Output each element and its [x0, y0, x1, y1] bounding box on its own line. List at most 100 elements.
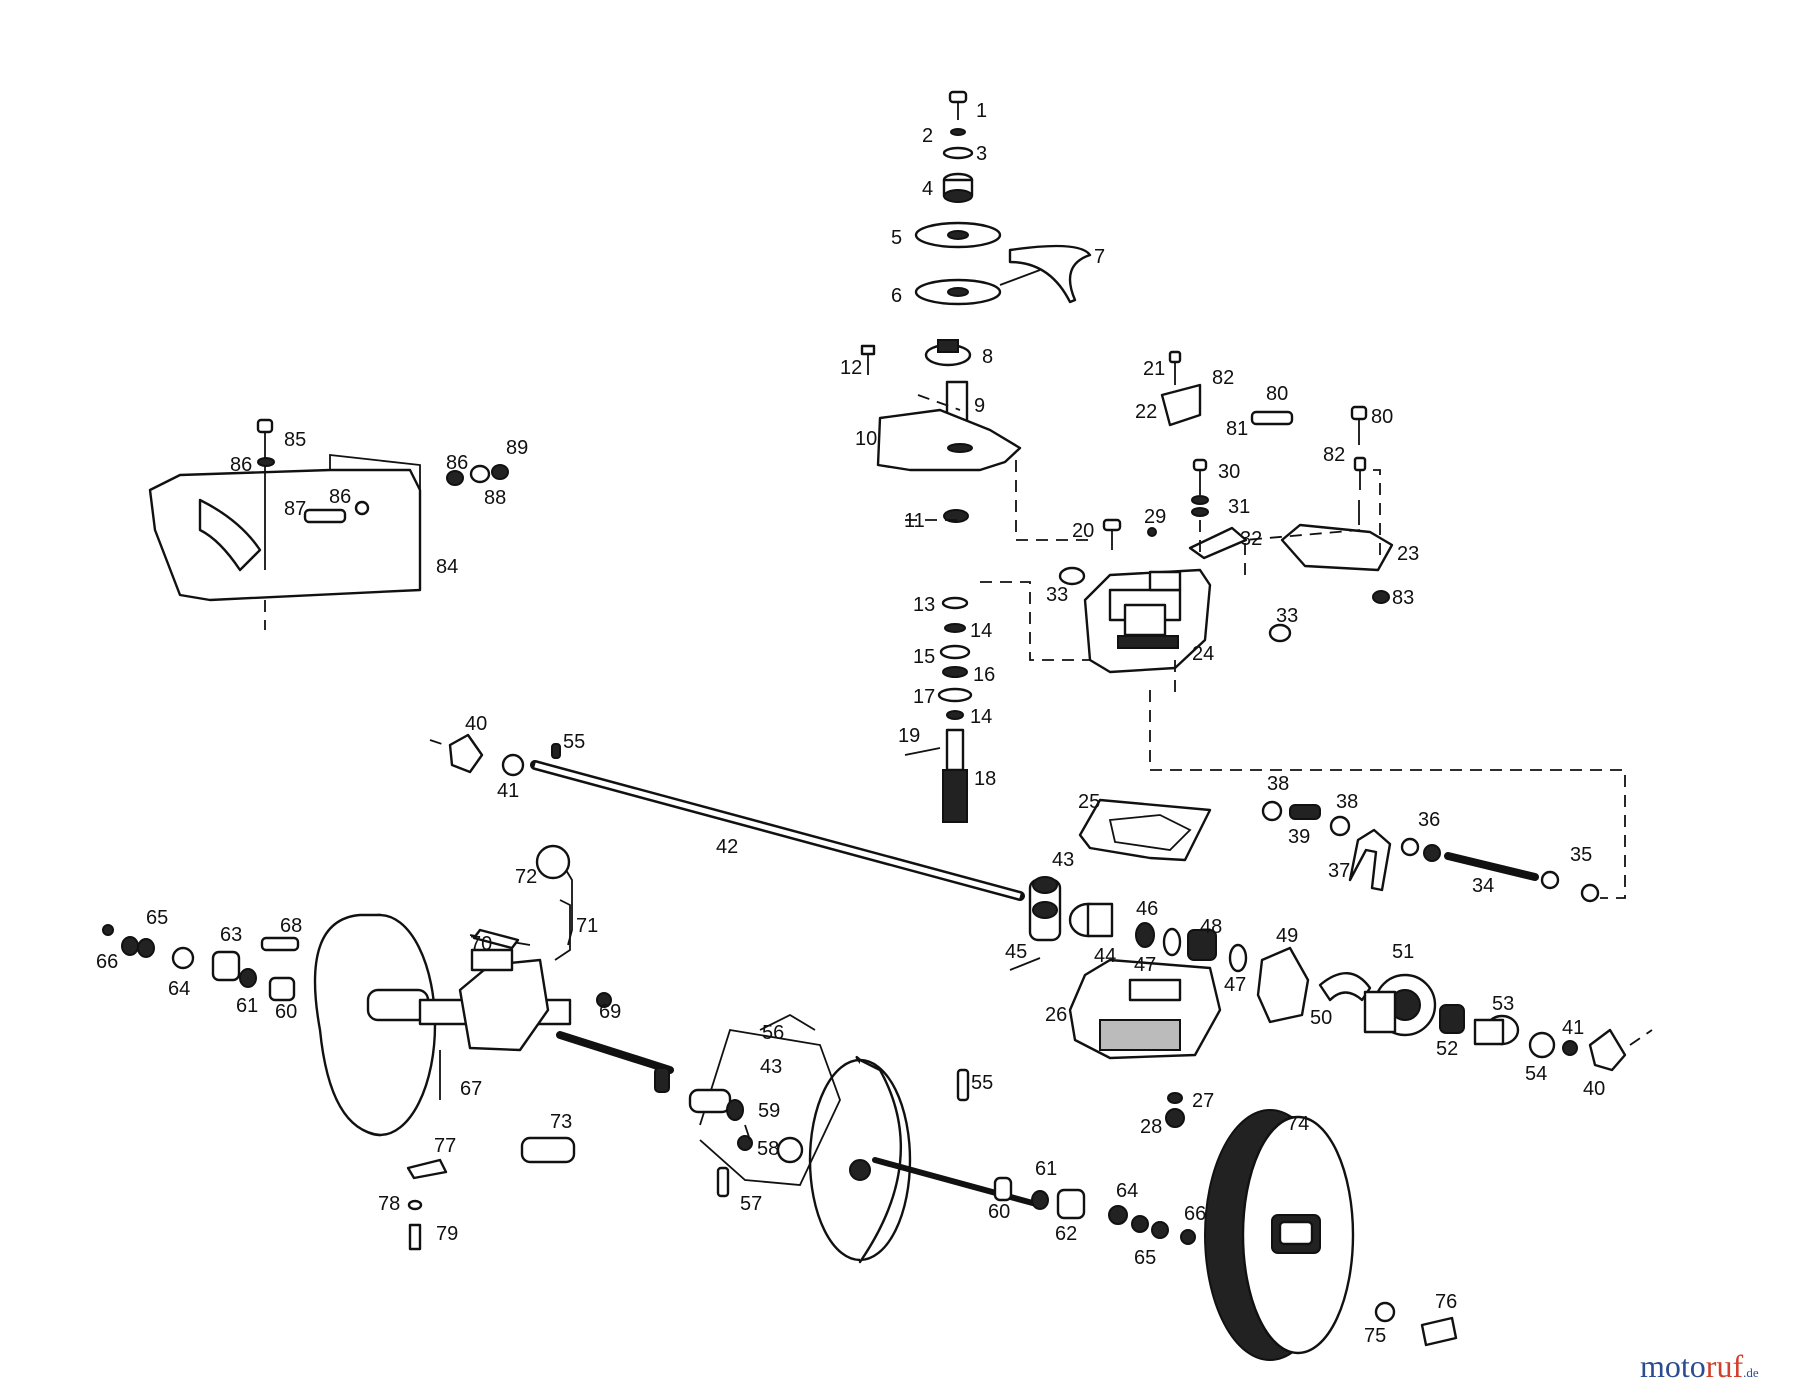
label-44: 44 — [1094, 945, 1116, 967]
label-70: 70 — [470, 933, 492, 955]
label-54: 54 — [1525, 1063, 1547, 1085]
label-86c: 86 — [329, 486, 351, 508]
label-26: 26 — [1045, 1004, 1067, 1026]
label-47b: 47 — [1224, 974, 1246, 996]
label-36: 36 — [1418, 809, 1440, 831]
label-64b: 64 — [1116, 1180, 1138, 1202]
label-56: 56 — [762, 1022, 784, 1044]
label-25: 25 — [1078, 791, 1100, 813]
label-9: 9 — [974, 395, 985, 417]
label-28: 28 — [1140, 1116, 1162, 1138]
label-14b: 14 — [970, 706, 992, 728]
label-80b: 80 — [1371, 406, 1393, 428]
label-8: 8 — [982, 346, 993, 368]
label-10: 10 — [855, 428, 877, 450]
label-85: 85 — [284, 429, 306, 451]
label-18: 18 — [974, 768, 996, 790]
label-33b: 33 — [1276, 605, 1298, 627]
label-20: 20 — [1072, 520, 1094, 542]
label-38: 38 — [1267, 773, 1289, 795]
label-5: 5 — [891, 227, 902, 249]
gearbox-cover — [148, 418, 509, 630]
gear-drive-parts — [1009, 876, 1653, 1072]
label-52: 52 — [1436, 1038, 1458, 1060]
shift-shaft-parts — [1261, 800, 1600, 903]
label-86: 86 — [230, 454, 252, 476]
label-73: 73 — [550, 1111, 572, 1133]
label-3: 3 — [976, 143, 987, 165]
label-68: 68 — [280, 915, 302, 937]
label-87: 87 — [284, 498, 306, 520]
label-41: 41 — [497, 780, 519, 802]
right-rear-wheel — [1204, 1109, 1458, 1361]
label-84: 84 — [436, 556, 458, 578]
label-83: 83 — [1392, 587, 1414, 609]
label-55: 55 — [563, 731, 585, 753]
label-40: 40 — [465, 713, 487, 735]
label-59: 59 — [758, 1100, 780, 1122]
label-67: 67 — [460, 1078, 482, 1100]
label-46: 46 — [1136, 898, 1158, 920]
label-31: 31 — [1228, 496, 1250, 518]
label-1: 1 — [976, 100, 987, 122]
label-58: 58 — [757, 1138, 779, 1160]
label-61: 61 — [236, 995, 258, 1017]
label-23: 23 — [1397, 543, 1419, 565]
label-80: 80 — [1266, 383, 1288, 405]
label-75: 75 — [1364, 1325, 1386, 1347]
label-65b: 65 — [1134, 1247, 1156, 1269]
label-45: 45 — [1005, 941, 1027, 963]
label-38b: 38 — [1336, 791, 1358, 813]
label-61b: 61 — [1035, 1158, 1057, 1180]
label-6: 6 — [891, 285, 902, 307]
label-77: 77 — [434, 1135, 456, 1157]
label-17: 17 — [913, 686, 935, 708]
label-14: 14 — [970, 620, 992, 642]
gearbox-cover-and-box — [1068, 798, 1222, 1128]
label-47: 47 — [1134, 954, 1156, 976]
label-16: 16 — [973, 664, 995, 686]
label-82b: 82 — [1323, 444, 1345, 466]
label-78: 78 — [378, 1193, 400, 1215]
svg-text:motoruf.de: motoruf.de — [1640, 1348, 1759, 1384]
label-33: 33 — [1046, 584, 1068, 606]
left-hub-parts — [102, 924, 300, 1002]
label-41b: 41 — [1562, 1017, 1584, 1039]
label-34: 34 — [1472, 875, 1494, 897]
label-13: 13 — [913, 594, 935, 616]
label-69: 69 — [599, 1001, 621, 1023]
label-82: 82 — [1212, 367, 1234, 389]
label-24: 24 — [1192, 643, 1214, 665]
label-48: 48 — [1200, 916, 1222, 938]
label-65: 65 — [146, 907, 168, 929]
label-60b: 60 — [988, 1201, 1010, 1223]
assembly-guide-lines — [905, 394, 1626, 899]
brand-watermark: motoruf.de — [1640, 1348, 1759, 1384]
label-64: 64 — [168, 978, 190, 1000]
label-51: 51 — [1392, 941, 1414, 963]
label-88: 88 — [484, 487, 506, 509]
gearbox-housing — [1058, 350, 1394, 674]
label-60: 60 — [275, 1001, 297, 1023]
pulley-assembly — [860, 90, 1092, 523]
part-number-labels: 1 2 3 4 5 6 7 8 9 10 11 12 13 14 15 16 1… — [96, 100, 1605, 1347]
label-39: 39 — [1288, 826, 1310, 848]
label-43b: 43 — [760, 1056, 782, 1078]
label-21: 21 — [1143, 358, 1165, 380]
left-rear-wheel — [313, 844, 674, 1251]
label-89: 89 — [506, 437, 528, 459]
label-74: 74 — [1287, 1113, 1309, 1135]
label-62: 62 — [1055, 1223, 1077, 1245]
label-86b: 86 — [446, 452, 468, 474]
worm-shaft-parts — [904, 596, 973, 823]
label-19: 19 — [898, 725, 920, 747]
label-66: 66 — [96, 951, 118, 973]
label-37: 37 — [1328, 860, 1350, 882]
label-29: 29 — [1144, 506, 1166, 528]
label-71: 71 — [576, 915, 598, 937]
label-11: 11 — [904, 510, 925, 532]
label-30: 30 — [1218, 461, 1240, 483]
label-50: 50 — [1310, 1007, 1332, 1029]
label-53: 53 — [1492, 993, 1514, 1015]
